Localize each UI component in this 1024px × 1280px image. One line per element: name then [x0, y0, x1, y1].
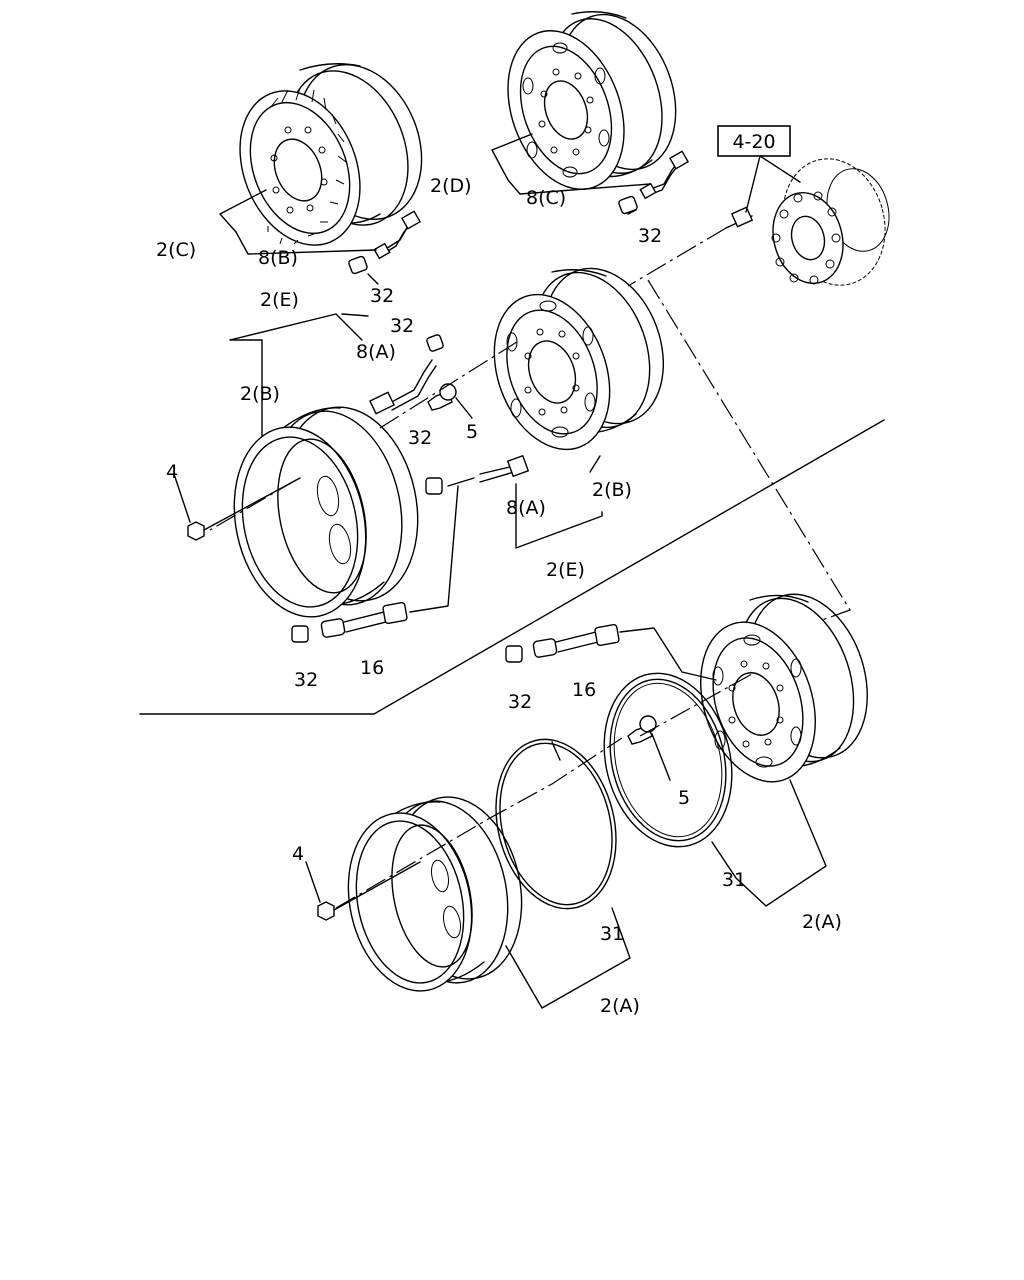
wheel-2b-outer [173, 406, 419, 618]
wheel-2b-inner [493, 267, 665, 451]
label-cap-32-d: 32 [638, 225, 662, 247]
label-wheel-2d: 2(D) [430, 175, 472, 197]
ring-31-right [603, 672, 733, 848]
label-cap-32-b: 32 [408, 427, 432, 449]
section-divider [139, 419, 885, 715]
wheel-2c [239, 63, 423, 275]
label-wheel-2b-right: 2(B) [592, 479, 632, 501]
label-stud-5-b: 5 [466, 421, 478, 443]
label-stud-5-a: 5 [678, 787, 690, 809]
label-cap-32-ext-right: 32 [508, 691, 532, 713]
label-ref-box: 4-20 [732, 131, 775, 153]
label-ring-31-right: 31 [722, 869, 746, 891]
wheel-2a-outer [305, 796, 523, 992]
hub-assembly [717, 125, 890, 286]
label-extension-16-left: 16 [360, 657, 384, 679]
label-ring-31-left: 31 [600, 923, 624, 945]
label-valve-8a-mid: 8(A) [506, 497, 546, 519]
label-nut-4-b: 4 [166, 461, 178, 483]
ref-box [717, 125, 791, 157]
label-wheel-2b-left: 2(B) [240, 383, 280, 405]
label-extension-16-right: 16 [572, 679, 596, 701]
top-leaders [219, 133, 651, 285]
wheel-2a-inner [700, 593, 868, 783]
label-wheel-2c: 2(C) [156, 239, 196, 261]
label-nut-4-a: 4 [292, 843, 304, 865]
center-lines [209, 227, 851, 909]
label-valve-8b: 8(B) [258, 247, 298, 269]
label-cap-32-c: 32 [370, 285, 394, 307]
label-cap-32-ext-left: 32 [294, 669, 318, 691]
label-valve-8c: 8(C) [526, 187, 566, 209]
middle-hardware [229, 313, 603, 643]
label-wheel-2a-right: 2(A) [802, 911, 842, 933]
label-cap-32-e: 32 [390, 315, 414, 337]
wheel-2d [507, 11, 690, 215]
label-valve-8a-top: 8(A) [356, 341, 396, 363]
label-wheel-2a-left: 2(A) [600, 995, 640, 1017]
label-wheel-2e-top: 2(E) [260, 289, 299, 311]
bottom-hardware [505, 624, 827, 1009]
label-wheel-2e-bottom: 2(E) [546, 559, 585, 581]
